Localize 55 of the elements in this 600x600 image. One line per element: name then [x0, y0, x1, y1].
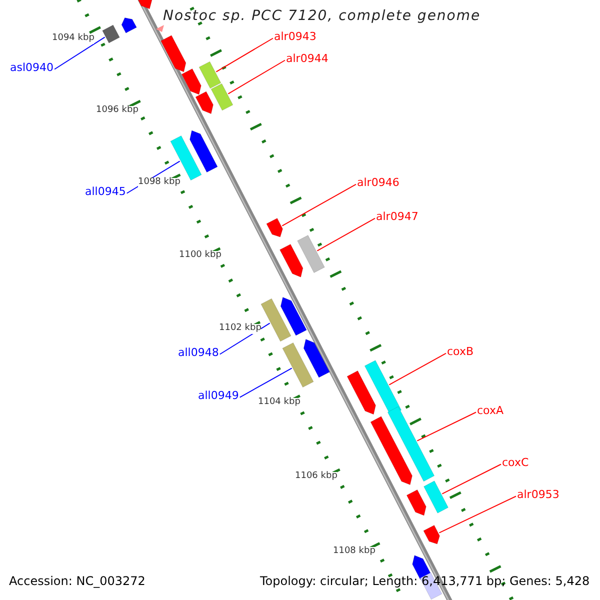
- leader-line: [282, 184, 356, 226]
- scale-label: 1106 kbp: [295, 472, 338, 482]
- gene-label: all0945: [85, 186, 126, 198]
- gene-label: alr0953: [517, 489, 560, 502]
- gene-label: coxB: [447, 346, 474, 358]
- gene-block: [387, 406, 435, 482]
- gene-marker: [346, 370, 376, 415]
- gene-label: coxA: [477, 405, 504, 418]
- leader-line: [316, 218, 376, 252]
- gene-label: coxC: [502, 457, 529, 470]
- gene-label: alr0947: [376, 211, 418, 224]
- leader-line: [54, 36, 106, 70]
- gene-marker: [280, 297, 307, 336]
- leader-line: [228, 60, 286, 94]
- gene-marker: [160, 35, 186, 72]
- gene-marker: [423, 524, 440, 544]
- gene-block: [102, 24, 120, 44]
- leader-line: [442, 464, 502, 494]
- gene-block: [424, 480, 448, 514]
- gene-label: all0949: [198, 390, 239, 402]
- gene-marker: [181, 68, 202, 95]
- scale-label: 1094 kbp: [52, 34, 94, 44]
- gene-block: [282, 342, 314, 388]
- gene-label: alr0946: [357, 177, 400, 190]
- gene-block: [198, 61, 222, 89]
- gene-marker: [280, 244, 304, 278]
- scale-label: 1096 kbp: [96, 106, 138, 116]
- gene-block: [260, 298, 292, 342]
- map-title: Nostoc sp. PCC 7120, complete genome: [163, 9, 481, 24]
- gene-marker: [406, 489, 426, 516]
- leader-line: [239, 368, 292, 398]
- scale-label: 1102 kbp: [219, 324, 262, 334]
- gene-label: alr0943: [274, 31, 316, 44]
- scale-label: 1098 kbp: [138, 178, 180, 188]
- gene-marker: [370, 416, 412, 486]
- scale-label: 1100 kbp: [179, 251, 222, 261]
- gene-marker: [190, 130, 218, 173]
- leader-line: [416, 412, 476, 442]
- gene-block: [210, 83, 234, 111]
- gene-marker: [266, 218, 283, 238]
- info-text: Accession: NC_003272: [9, 575, 146, 588]
- leader-line: [438, 496, 516, 534]
- gene-marker: [195, 91, 214, 114]
- info-text: Topology: circular; Length: 6,413,771 bp; Genes: 5,428: [260, 575, 590, 588]
- gene-label: asl0940: [10, 62, 54, 74]
- scale-label: 1108 kbp: [333, 547, 376, 557]
- gene-marker: [303, 339, 330, 378]
- gene-marker: [121, 18, 137, 34]
- leader-line: [219, 322, 270, 355]
- scale-label: 1104 kbp: [258, 398, 300, 408]
- leader-line: [388, 352, 446, 386]
- gene-block: [297, 235, 325, 273]
- gene-label: alr0944: [286, 53, 328, 66]
- gene-label: all0948: [178, 347, 219, 360]
- leader-line: [216, 38, 274, 72]
